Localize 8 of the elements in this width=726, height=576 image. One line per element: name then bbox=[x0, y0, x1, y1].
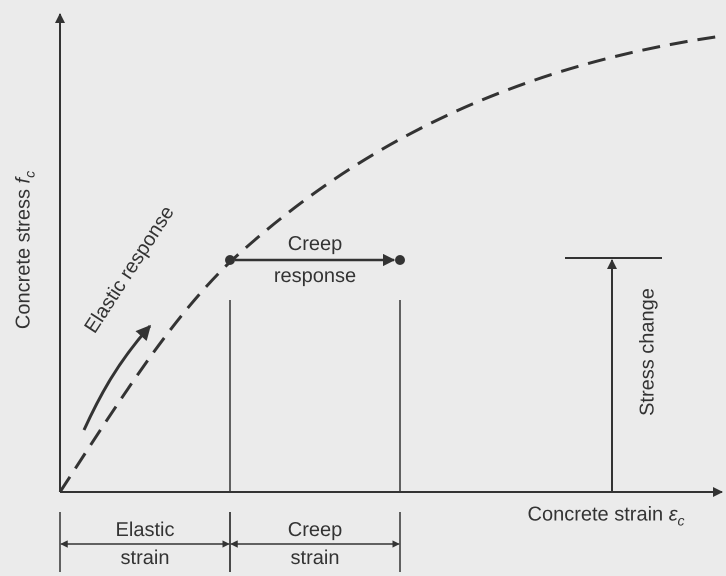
edge-label: Creep response bbox=[272, 232, 358, 289]
annotation-label: Stress change bbox=[636, 288, 660, 416]
dimension-label: Elastic strain bbox=[114, 518, 176, 571]
dimension-label: Creep strain bbox=[286, 518, 344, 571]
arrow bbox=[235, 254, 396, 266]
point-dot bbox=[225, 255, 235, 265]
point-dot bbox=[395, 255, 405, 265]
axis-title: Concrete strain ε$_{c}$ bbox=[528, 504, 684, 528]
